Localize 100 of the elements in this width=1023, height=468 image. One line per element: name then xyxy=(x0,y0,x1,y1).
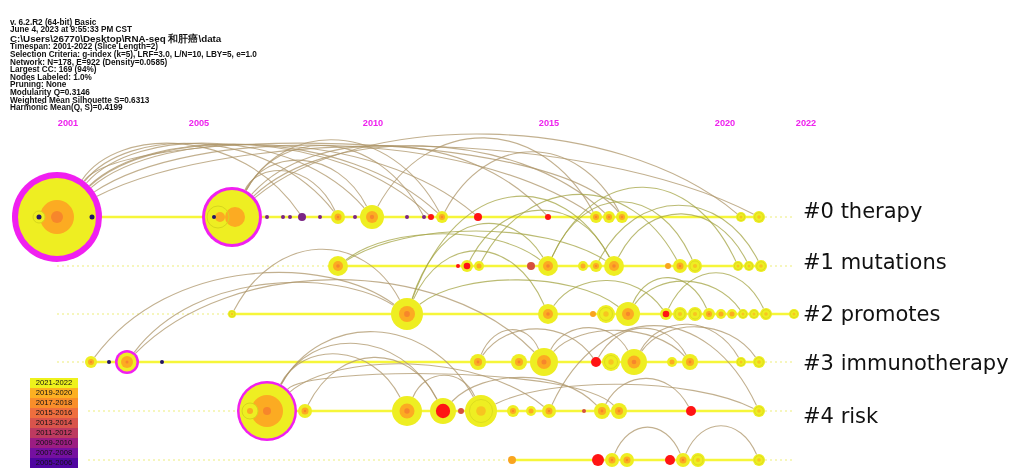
citation-arc xyxy=(685,425,758,456)
citation-node xyxy=(753,454,765,466)
citation-arc xyxy=(469,209,611,262)
citation-arc xyxy=(287,373,615,406)
citation-arc xyxy=(598,204,759,262)
citation-arc xyxy=(411,222,544,300)
citation-node xyxy=(422,215,426,219)
citation-node xyxy=(616,211,628,223)
citation-arc xyxy=(412,374,476,398)
citation-arc xyxy=(253,145,606,214)
metadata-line: Selection Criteria: g-index (k=5), LRF=3.0, L/N=10, LBY=5, e=1.0 xyxy=(10,51,257,59)
citation-node xyxy=(616,302,640,326)
citation-node xyxy=(602,353,620,371)
citation-arc xyxy=(411,196,610,300)
citation-arc xyxy=(551,186,737,263)
citation-arc xyxy=(254,133,738,215)
citation-arc xyxy=(605,377,690,408)
citation-node xyxy=(753,356,765,368)
citation-node xyxy=(85,356,97,368)
citation-node xyxy=(405,215,409,219)
citation-node xyxy=(789,309,799,319)
citation-arc xyxy=(81,142,301,215)
citation-node xyxy=(288,215,292,219)
citation-node xyxy=(202,187,262,247)
citation-node xyxy=(511,354,527,370)
year-label: 2005 xyxy=(188,118,210,128)
citation-arc xyxy=(419,279,620,308)
citation-node xyxy=(755,260,767,272)
citation-node xyxy=(738,309,748,319)
citation-node xyxy=(160,360,164,364)
citation-arc xyxy=(634,280,741,311)
citation-node xyxy=(228,310,236,318)
citation-node xyxy=(749,309,759,319)
citation-node xyxy=(688,259,702,273)
citation-node xyxy=(603,211,615,223)
citation-node xyxy=(676,453,690,467)
metadata-line: Timespan: 2001-2022 (Slice Length=2) xyxy=(10,43,158,51)
citation-arc xyxy=(444,151,620,213)
citation-arc xyxy=(289,363,545,408)
citation-arc xyxy=(480,193,678,263)
citation-node xyxy=(12,172,102,262)
citation-node xyxy=(667,357,677,367)
cluster-label: #3 immunotherapy xyxy=(803,351,1009,375)
citation-arc xyxy=(244,159,368,207)
citation-arc xyxy=(280,331,474,398)
cluster-label: #2 promotes xyxy=(803,302,941,326)
cluster-label: #1 mutations xyxy=(803,250,947,274)
citation-node xyxy=(621,349,647,375)
citation-node xyxy=(465,395,497,427)
citation-arc xyxy=(553,280,664,310)
citation-node xyxy=(508,456,516,464)
citation-node xyxy=(456,264,460,268)
citation-node xyxy=(331,210,345,224)
citation-arc xyxy=(345,230,607,262)
citation-node xyxy=(736,212,746,222)
citation-node xyxy=(716,309,726,319)
citation-arc xyxy=(133,281,395,353)
metadata-line: Largest CC: 169 (94%) xyxy=(10,66,97,74)
citation-node xyxy=(470,354,486,370)
citation-node xyxy=(428,214,434,220)
citation-arc xyxy=(451,376,598,406)
citation-node xyxy=(590,260,602,272)
metadata-line: v. 6.2.R2 (64-bit) Basic xyxy=(10,18,97,27)
citation-arc xyxy=(245,139,440,213)
citation-node xyxy=(474,213,482,221)
citation-node xyxy=(430,398,456,424)
metadata-line: Modularity Q=0.3146 xyxy=(10,89,90,97)
citation-arc xyxy=(667,272,765,310)
citation-node xyxy=(538,304,558,324)
citation-node xyxy=(665,455,675,465)
citation-node xyxy=(281,215,285,219)
citation-node xyxy=(582,409,586,413)
citation-node xyxy=(673,307,687,321)
citation-node xyxy=(688,307,702,321)
metadata-line: June 4, 2023 at 9:55:33 PM CST xyxy=(10,26,132,34)
citation-node xyxy=(760,308,772,320)
citation-arc xyxy=(377,137,594,213)
citation-arc xyxy=(617,213,748,263)
citation-node xyxy=(753,211,765,223)
citation-arc xyxy=(552,329,686,357)
citation-node xyxy=(542,404,556,418)
year-label: 2015 xyxy=(538,118,560,128)
citation-arc xyxy=(134,279,535,354)
citation-node xyxy=(592,454,604,466)
citation-arc xyxy=(279,353,401,399)
citation-node xyxy=(458,408,464,414)
citation-node xyxy=(298,404,312,418)
citation-node xyxy=(703,308,715,320)
citation-arc xyxy=(244,170,336,212)
citation-arc xyxy=(84,142,335,213)
citation-node xyxy=(538,256,558,276)
citation-node xyxy=(673,259,687,273)
year-label: 2020 xyxy=(714,118,736,128)
citation-node xyxy=(727,309,737,319)
citation-arc xyxy=(412,250,545,306)
citation-arc xyxy=(307,356,438,406)
citation-node xyxy=(527,262,535,270)
citation-node xyxy=(530,348,558,376)
citation-node xyxy=(686,406,696,416)
citation-arc xyxy=(639,323,740,359)
